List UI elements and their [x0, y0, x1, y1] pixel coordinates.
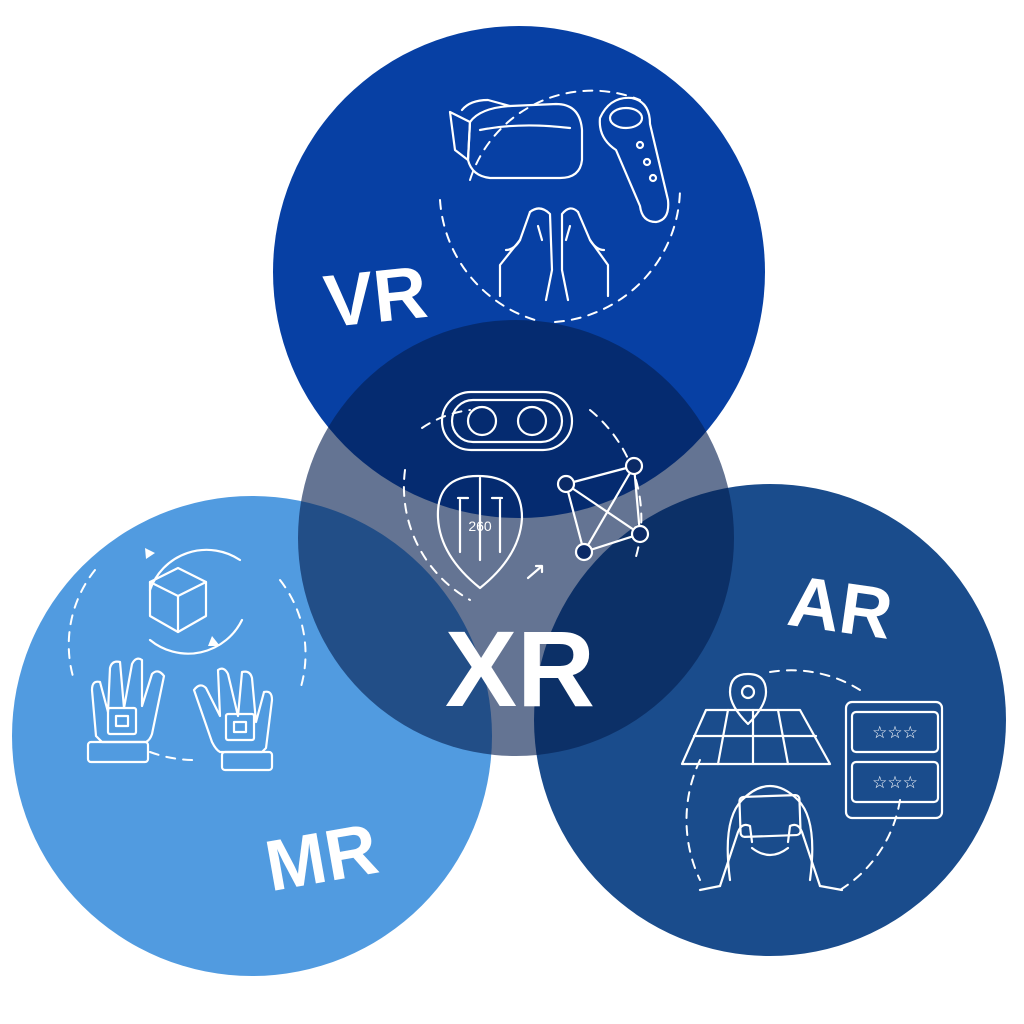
gloves-icon	[86, 657, 274, 772]
circles	[12, 26, 1006, 976]
degrees-text: 260	[468, 518, 492, 534]
rating-cards-icon: ☆☆☆ ☆☆☆	[844, 700, 944, 820]
hands-icon	[498, 207, 610, 302]
glove-left	[86, 657, 166, 764]
xr-icons: 260	[402, 390, 650, 601]
ar-icons: ☆☆☆ ☆☆☆	[680, 669, 944, 892]
glove-right	[192, 667, 274, 772]
vr-controller-icon	[598, 96, 670, 224]
ar-label: AR	[783, 561, 897, 655]
stars-top: ☆☆☆	[872, 723, 918, 742]
person-tablet-icon	[698, 785, 844, 892]
stars-bottom: ☆☆☆	[872, 773, 918, 792]
xr-circle	[298, 320, 734, 756]
vr-label: VR	[320, 250, 431, 343]
vr-headset-icon	[448, 98, 584, 180]
mr-icons	[67, 548, 307, 772]
mr-label: MR	[260, 809, 384, 907]
xr-label: XR	[445, 608, 595, 729]
vr-icons	[439, 89, 681, 323]
labels: VR XR MR AR	[260, 250, 898, 907]
map-pin-icon	[680, 672, 832, 766]
network-graph-icon	[556, 456, 650, 562]
location-360-icon: 260	[436, 474, 544, 590]
goggles-icon	[440, 390, 574, 452]
cube-cycle-icon	[145, 548, 244, 655]
